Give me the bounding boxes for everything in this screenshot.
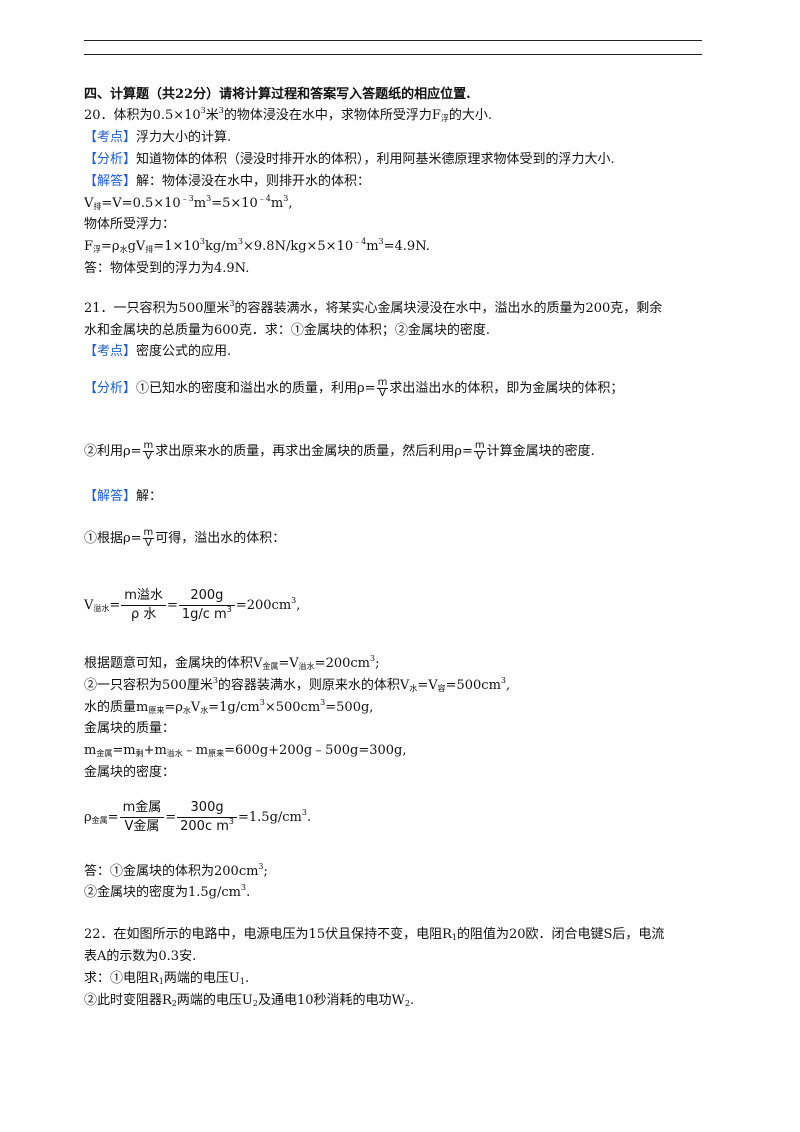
kaodian-tag: 【考点】 [84, 130, 137, 145]
q20-kaodian: 【考点】浮力大小的计算. [84, 130, 232, 145]
q20-buoyancy-label: 物体所受浮力： [84, 217, 176, 232]
q21-stem-line2: 水和金属块的总质量为600克．求：①金属块的体积；②金属块的密度. [84, 323, 490, 338]
q21-r3: 水的质量m原来=ρ水V水=1g/cm3×500cm3=500g, [84, 698, 374, 716]
header-rule-bottom [84, 54, 702, 55]
kaodian-tag: 【考点】 [84, 344, 137, 359]
fenxi-tag: 【分析】 [84, 152, 137, 167]
jieda-tag: 【解答】 [84, 489, 137, 504]
q21-answer1: 答：①金属块的体积为200cm3; [84, 862, 268, 880]
jieda-tag: 【解答】 [84, 174, 137, 189]
header-rule-top [84, 40, 702, 41]
section-title: 四、计算题（共22分）请将计算过程和答案写入答题纸的相应位置. [84, 87, 471, 102]
fenxi-tag: 【分析】 [84, 381, 137, 396]
q21-jieda: 【解答】解： [84, 489, 163, 504]
q21-r5: m金属=m剩+m溢水﹣m原来=600g+200g﹣500g=300g, [84, 743, 407, 758]
q20-fenxi: 【分析】知道物体的体积（浸没时排开水的体积），利用阿基米德原理求物体受到的浮力大… [84, 152, 615, 167]
q20-buoyancy-line: F浮=ρ水gV排=1×103kg/m3×9.8N/kg×5×10﹣4m3=4.9… [84, 237, 430, 255]
q21-r1: 根据题意可知，金属块的体积V金属=V溢水=200cm3; [84, 654, 380, 672]
q22-line3: 求：①电阻R1两端的电压U1. [84, 971, 250, 986]
q21-stem-line1: 21．一只容积为500厘米3的容器装满水，将某实心金属块浸没在水中，溢出水的质量… [84, 299, 663, 317]
q22-line2: 表A的示数为0.3安. [84, 949, 197, 964]
q21-r2: ②一只容积为500厘米3的容器装满水，则原来水的体积V水=V容=500cm3, [84, 676, 511, 694]
q22-line4: ②此时变阻器R2两端的电压U2及通电10秒消耗的电功W2. [84, 993, 415, 1008]
q21-answer2: ②金属块的密度为1.5g/cm3. [84, 883, 251, 901]
q21-r4: 金属块的质量： [84, 721, 176, 736]
q20-answer: 答：物体受到的浮力为4.9N. [84, 261, 250, 276]
q20-jieda: 【解答】解：物体浸没在水中，则排开水的体积： [84, 174, 371, 189]
q20-stem: 20．体积为0.5×103米3的物体浸没在水中，求物体所受浮力F浮的大小. [84, 106, 493, 124]
q21-r6: 金属块的密度： [84, 765, 176, 780]
q20-volume-line: V排=V=0.5×10﹣3m3=5×10﹣4m3, [84, 194, 293, 212]
q22-line1: 22．在如图所示的电路中，电源电压为15伏且保持不变，电阻R1的阻值为20欧．闭… [84, 927, 665, 942]
q21-kaodian: 【考点】密度公式的应用. [84, 344, 232, 359]
